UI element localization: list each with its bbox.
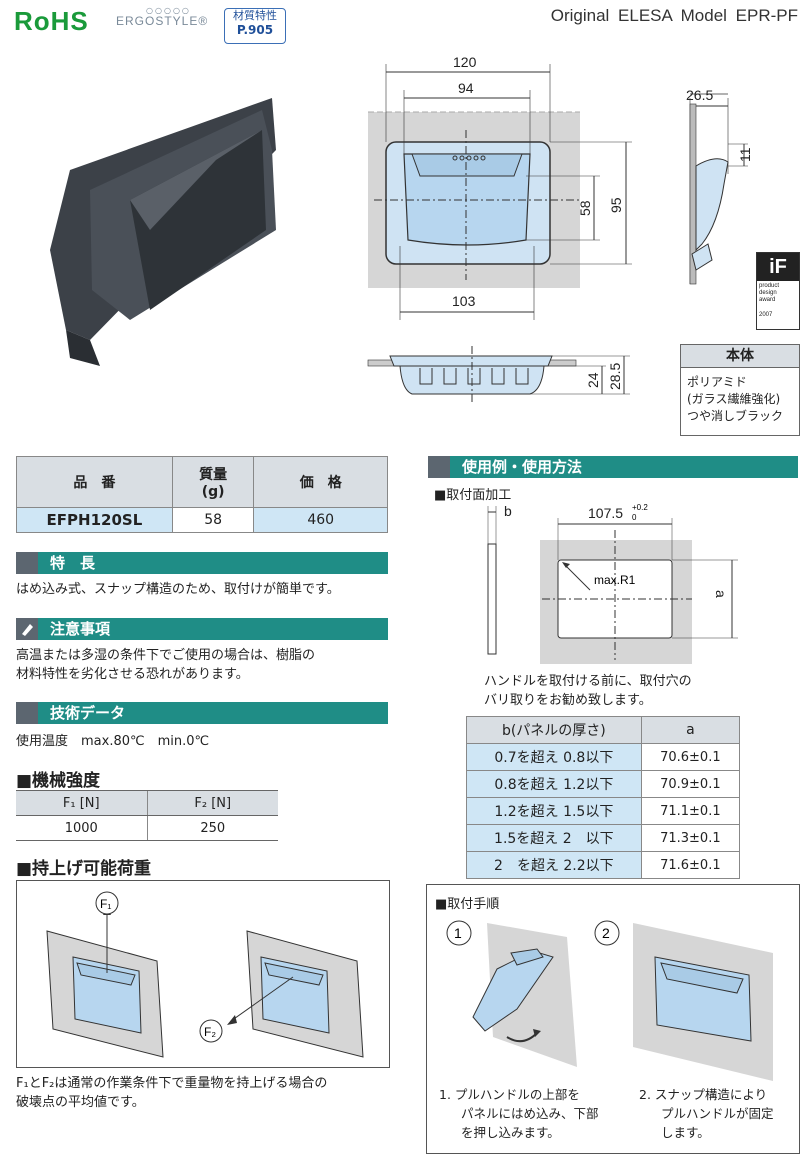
award-year: 2007 bbox=[759, 312, 773, 318]
material-box-title: 本体 bbox=[681, 345, 799, 368]
ergostyle-logo: ERGOSTYLE® bbox=[116, 14, 209, 28]
mech-value-f2: 250 bbox=[146, 815, 278, 841]
procedure-diagram: 1 2 bbox=[446, 920, 773, 1081]
product-table: 品 番 質量(g) 価 格 EFPH120SL 58 460 bbox=[16, 456, 388, 533]
dim-58: 58 bbox=[577, 200, 593, 216]
mech-value-f1: 1000 bbox=[16, 815, 147, 841]
mech-header-f2: F₂ [N] bbox=[146, 790, 278, 816]
tech-title: 技術データ bbox=[50, 704, 126, 722]
features-text: はめ込み式、スナップ構造のため、取付けが簡単です。 bbox=[16, 582, 340, 597]
caution-text: 高温または多湿の条件下でご使用の場合は、樹脂の 材料特性を劣化させる恐れがありま… bbox=[16, 648, 316, 682]
step1-text: 1. プルハンドルの上部を パネルにはめ込み、下部 を押し込みます。 bbox=[439, 1087, 599, 1140]
f1-label: F₁ bbox=[100, 897, 111, 911]
load-diagram-box: F₁ F₂ bbox=[16, 880, 390, 1068]
header-price: 価 格 bbox=[253, 456, 388, 508]
caution-title: 注意事項 bbox=[50, 620, 111, 638]
cell-mass: 58 bbox=[171, 507, 255, 533]
material-badge-line2: P.905 bbox=[236, 23, 274, 37]
side-view-drawing: 26.5 11 bbox=[686, 87, 753, 285]
product-photo bbox=[50, 98, 276, 366]
dim-24: 24 bbox=[585, 372, 601, 388]
load-diagram: F₁ F₂ bbox=[46, 891, 364, 1058]
if-award-logo: iF product design award 2007 bbox=[756, 252, 800, 330]
dim-b: b bbox=[504, 503, 512, 519]
header-part-number: 品 番 bbox=[16, 456, 173, 508]
tol-dn: 0 bbox=[632, 513, 637, 522]
caution-bar: 注意事項 bbox=[16, 618, 388, 640]
material-line-3: つや消しブラック bbox=[687, 409, 784, 423]
front-view-drawing: 120 94 95 58 103 bbox=[368, 54, 632, 320]
step2-number: 2 bbox=[602, 925, 610, 941]
load-title: ■持上げ可能荷重 bbox=[16, 859, 152, 879]
page-title: Original ELESA Model EPR-PF bbox=[550, 6, 798, 25]
dim-94: 94 bbox=[458, 80, 474, 96]
procedure-title: ■取付手順 bbox=[435, 897, 500, 912]
award-line3: award bbox=[759, 297, 776, 303]
dim-a: a bbox=[713, 590, 729, 598]
usage-bar: 使用例・使用方法 bbox=[428, 456, 798, 478]
f2-label: F₂ bbox=[204, 1025, 216, 1039]
ergostyle-dots: ○○○○○ bbox=[146, 6, 191, 15]
tech-bar: 技術データ bbox=[16, 702, 388, 724]
dim-11: 11 bbox=[737, 147, 753, 162]
material-box: 本体 ポリアミド (ガラス繊維強化) つや消しブラック bbox=[680, 344, 800, 436]
mount-title: ■取付面加工 bbox=[434, 488, 512, 503]
load-note: F₁とF₂は通常の作業条件下で重量物を持上げる場合の 破壊点の平均値です。 bbox=[16, 1076, 328, 1110]
material-badge[interactable]: 材質特性 P.905 bbox=[224, 8, 286, 44]
features-title: 特 長 bbox=[50, 554, 96, 572]
material-line-1: ポリアミド bbox=[687, 375, 747, 389]
thickness-header-a: a bbox=[640, 716, 741, 744]
max-r-label: max.R1 bbox=[594, 573, 636, 587]
mech-header-f1: F₁ [N] bbox=[16, 790, 147, 816]
dim-107-5: 107.5 bbox=[588, 505, 623, 521]
award-line1: product bbox=[759, 283, 780, 289]
tol-up: +0.2 bbox=[632, 503, 648, 512]
cell-price: 460 bbox=[253, 507, 388, 533]
dim-26-5: 26.5 bbox=[686, 87, 713, 103]
mech-title: ■機械強度 bbox=[16, 771, 101, 791]
dim-95: 95 bbox=[608, 197, 624, 213]
usage-title: 使用例・使用方法 bbox=[462, 458, 583, 476]
bottom-view-drawing: 24 28.5 bbox=[367, 346, 630, 404]
step1-number: 1 bbox=[454, 925, 462, 941]
deburr-note: ハンドルを取付ける前に、取付穴の バリ取りをお勧め致します。 bbox=[484, 674, 692, 708]
mech-table: F₁ [N] F₂ [N] 1000 250 bbox=[16, 790, 278, 841]
rohs-logo: RoHS bbox=[14, 6, 89, 36]
features-bar: 特 長 bbox=[16, 552, 388, 574]
header-mass: 質量(g) bbox=[171, 456, 255, 508]
material-badge-line1: 材質特性 bbox=[233, 9, 277, 22]
dim-103: 103 bbox=[452, 293, 476, 309]
dim-120: 120 bbox=[453, 54, 477, 70]
procedure-box: ■取付手順 1 2 1. プルハンドルの上部を パネルにはめ込み、下部 を押し込… bbox=[426, 884, 800, 1154]
material-line-2: (ガラス繊維強化) bbox=[687, 392, 781, 406]
thickness-header-b: b(パネルの厚さ) bbox=[466, 716, 642, 744]
award-line2: design bbox=[759, 290, 777, 296]
dim-28-5: 28.5 bbox=[607, 363, 623, 390]
step2-text: 2. スナップ構造により プルハンドルが固定 します。 bbox=[639, 1087, 774, 1140]
tech-text: 使用温度 max.80℃ min.0℃ bbox=[16, 734, 210, 749]
cell-part-number: EFPH120SL bbox=[16, 507, 173, 533]
mount-hole-drawing: b 107.5 +0.2 0 max.R1 a bbox=[487, 503, 738, 664]
